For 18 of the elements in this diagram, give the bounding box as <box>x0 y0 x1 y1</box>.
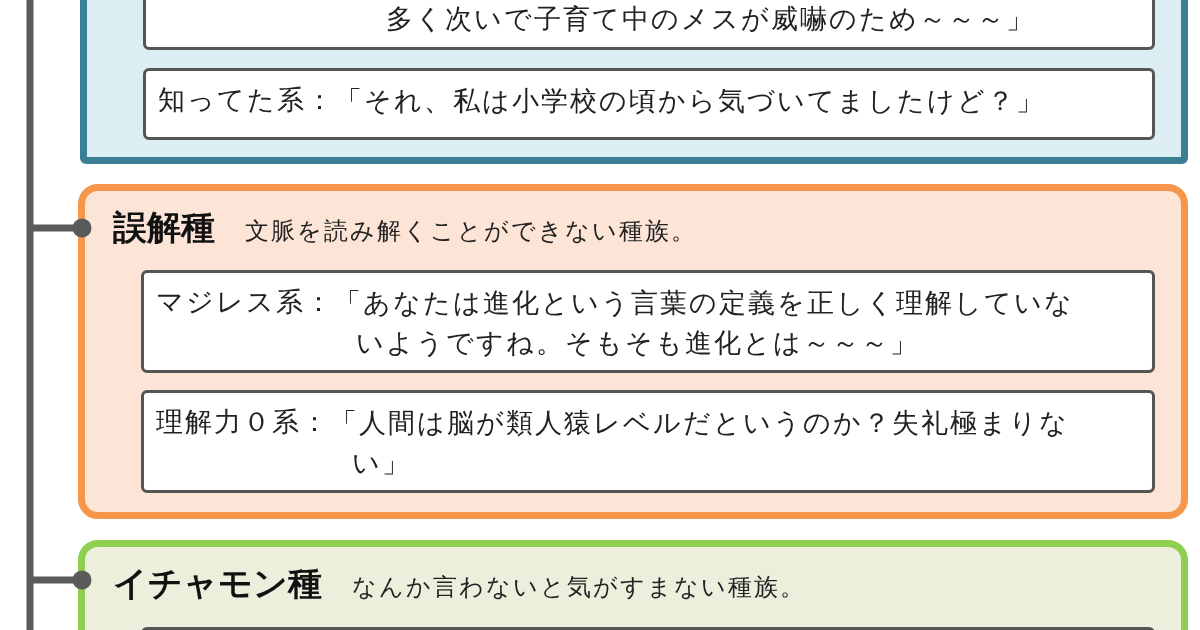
quote-box <box>141 390 1155 493</box>
quote-text: 多く次いで子育て中のメスが威嚇のため～～～」 <box>386 2 1035 36</box>
category-description: 文脈を読み解くことができない種族。 <box>245 216 697 247</box>
quote-text: 「人間は脳が類人猿レベルだというのか？失礼極まりない」 <box>330 406 1070 480</box>
category-title: イチャモン種 <box>113 562 322 605</box>
category-description: なんか言わないと気がすまない種族。 <box>352 572 806 603</box>
branch-connector <box>30 218 92 238</box>
category-panel <box>78 184 1188 519</box>
category-title: 誤解種 <box>113 206 215 249</box>
quote-box <box>141 270 1155 373</box>
quote-text: 「それ、私は小学校の頃から気づいてましたけど？」 <box>335 84 1045 118</box>
type-label: 知ってた系： <box>158 83 335 117</box>
branch-connector <box>30 570 92 590</box>
type-label: マジレス系： <box>156 285 334 319</box>
type-label: 理解力０系： <box>156 405 330 439</box>
quote-text: 「あなたは進化という言葉の定義を正しく理解していないようですね。そもそも進化とは～～～」 <box>334 286 1075 360</box>
quote-box <box>143 68 1155 140</box>
category-panel <box>80 0 1188 164</box>
